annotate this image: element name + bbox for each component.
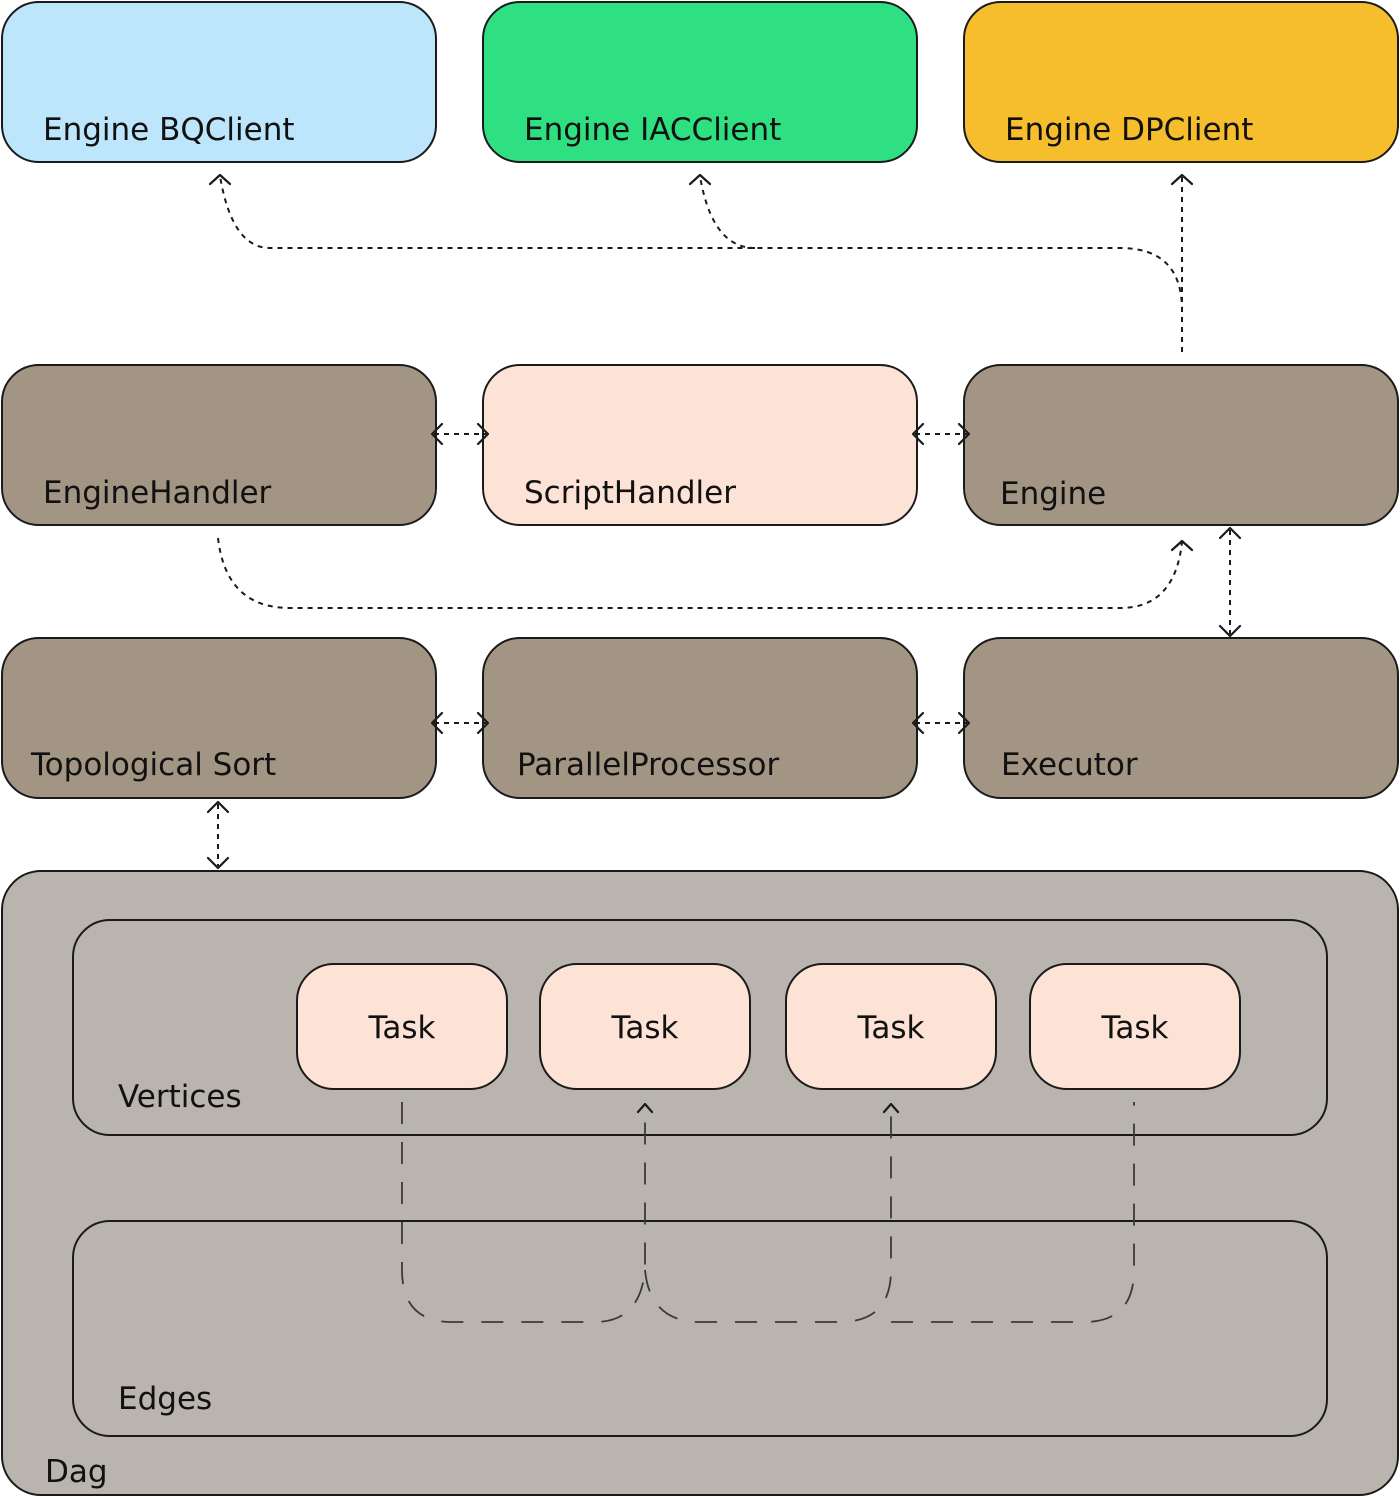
task-node: Task [539,963,751,1090]
task-node: Task [785,963,997,1090]
enginehandler-to-engine-connector [217,537,1183,609]
parallelprocessor-label: ParallelProcessor [517,747,780,783]
arrowhead-icon [430,422,444,446]
edges-label: Edges [118,1381,213,1417]
arrowhead-icon [476,711,490,735]
arrowhead-icon [1170,539,1194,552]
engine-to-bqclient-connector [219,175,1183,352]
vertices-label: Vertices [118,1079,242,1115]
arrowhead-icon [1218,624,1242,638]
arrowhead-icon [957,711,971,735]
task-label: Task [857,1010,925,1046]
scripthandler-box: ScriptHandler [482,364,918,526]
task-label: Task [611,1010,679,1046]
arrowhead-icon [688,173,712,186]
task-edge-connector [644,1108,892,1323]
topological-sort-label: Topological Sort [31,747,277,783]
task-label: Task [368,1010,436,1046]
arrowhead-icon [206,800,230,814]
engine-bqclient-label: Engine BQClient [43,112,295,148]
arrowhead-icon [911,422,925,446]
engine-dpclient-label: Engine DPClient [1005,112,1254,148]
arrowhead-icon [957,422,971,446]
arrowhead-icon [882,1102,900,1114]
enginehandler-box: EngineHandler [1,364,437,526]
engine-dpclient-box: Engine DPClient [963,1,1399,163]
task-label: Task [1101,1010,1169,1046]
arrowhead-icon [636,1102,654,1114]
engine-label: Engine [1000,476,1107,512]
enginehandler-label: EngineHandler [43,475,272,511]
scripthandler-label: ScriptHandler [524,475,736,511]
task-edge-connector [891,1102,1135,1323]
engine-iacclient-box: Engine IACClient [482,1,918,163]
executor-box: Executor [963,637,1399,799]
arrowhead-icon [206,856,230,870]
task-node: Task [1029,963,1241,1090]
executor-label: Executor [1001,747,1138,783]
parallelprocessor-box: ParallelProcessor [482,637,918,799]
arrowhead-icon [1170,173,1194,186]
arrowhead-icon [430,711,444,735]
dag-label: Dag [45,1454,108,1490]
arrowhead-icon [1218,526,1242,540]
task-edge-connector [401,1102,646,1323]
edges-container: Edges [72,1220,1328,1437]
engine-box: Engine [963,364,1399,526]
task-node: Task [296,963,508,1090]
arrowhead-icon [476,422,490,446]
topological-sort-box: Topological Sort [1,637,437,799]
engine-to-iacclient-connector [699,175,756,249]
arrowhead-icon [911,711,925,735]
engine-iacclient-label: Engine IACClient [524,112,782,148]
engine-bqclient-box: Engine BQClient [1,1,437,163]
arrowhead-icon [208,173,232,186]
